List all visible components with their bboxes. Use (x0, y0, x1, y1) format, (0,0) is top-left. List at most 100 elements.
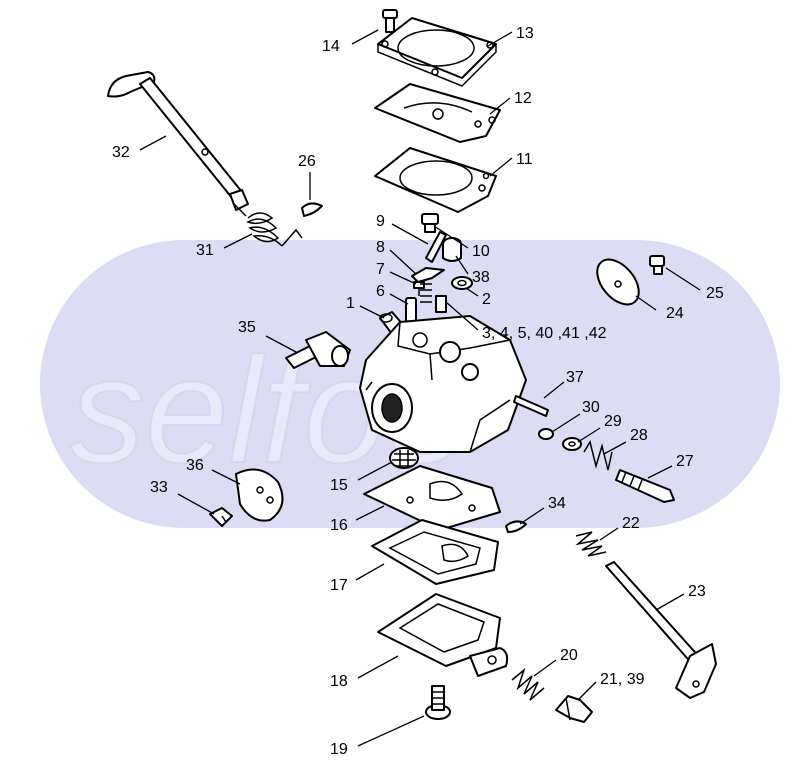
callout-6: 6 (376, 283, 385, 300)
part-30-o-ring (538, 428, 554, 440)
leader-33 (177, 493, 215, 515)
leader-12 (489, 97, 511, 115)
callout-23: 23 (688, 583, 706, 600)
part-26-clip (301, 202, 323, 217)
leader-30 (551, 413, 581, 433)
part-21-adjusting-screw (555, 695, 593, 723)
callout-37: 37 (566, 369, 584, 386)
leader-8 (389, 249, 417, 275)
callout-17: 17 (330, 577, 348, 594)
leader-16 (355, 505, 385, 521)
leader-6 (389, 293, 409, 305)
callout-35: 35 (238, 319, 256, 336)
callout-10: 10 (472, 243, 490, 260)
leader-19 (357, 715, 425, 747)
callout-36: 36 (186, 457, 204, 474)
leader-37 (543, 381, 565, 399)
part-14-screw (382, 9, 398, 33)
part-31-spring (233, 203, 303, 247)
part-34-clip (505, 520, 527, 533)
part-17-pump-gasket (371, 519, 499, 585)
callout-33: 33 (150, 479, 168, 496)
part-29-washer (562, 437, 582, 451)
carburetor-body (359, 315, 527, 453)
callout-labels: 14 13 12 11 32 26 31 9 10 8 7 38 6 2 1 3… (112, 25, 724, 758)
leader-17 (355, 563, 385, 581)
part-25-screw (649, 255, 665, 275)
leader-9 (391, 223, 429, 245)
leader-27 (647, 465, 673, 479)
callout-28: 28 (630, 427, 648, 444)
part-12-diaphragm (374, 83, 501, 143)
part-13-cover (377, 17, 497, 87)
callout-34: 34 (548, 495, 566, 512)
callout-30: 30 (582, 399, 600, 416)
part-24-disc (596, 258, 640, 306)
leader-1 (359, 305, 385, 319)
leader-35 (265, 335, 297, 353)
callout-15: 15 (330, 477, 348, 494)
callout-leader-lines (139, 29, 701, 747)
callout-18: 18 (330, 673, 348, 690)
callout-24: 24 (666, 305, 684, 322)
callout-8: 8 (376, 239, 385, 256)
callout-9: 9 (376, 213, 385, 230)
leader-28 (603, 441, 627, 455)
callout-7: 7 (376, 261, 385, 278)
leader-13 (487, 31, 513, 47)
leader-2 (465, 287, 479, 297)
leader-20 (533, 659, 557, 677)
callout-19: 19 (330, 741, 348, 758)
part-10-plug (421, 213, 439, 233)
part-3-spring-stack (420, 283, 447, 313)
leader-21 (577, 681, 597, 701)
part-7-screw (413, 281, 425, 296)
part-9-pin (425, 231, 447, 263)
part-37-pin (513, 395, 549, 417)
part-20-spring (511, 667, 545, 701)
part-15-filter-screen (389, 447, 419, 469)
callout-32: 32 (112, 144, 130, 161)
leader-11 (489, 157, 513, 177)
leader-32 (139, 135, 167, 151)
leader-24 (635, 295, 657, 311)
part-11-gasket (374, 147, 497, 213)
leader-18 (357, 655, 399, 679)
leader-34 (519, 507, 545, 525)
leader-7 (389, 271, 417, 285)
part-19-screw (425, 685, 451, 720)
part-32-throttle-shaft (107, 71, 249, 211)
callout-31: 31 (196, 242, 214, 259)
leader-29 (577, 427, 601, 443)
callout-2: 2 (482, 291, 491, 308)
part-35-elbow-connector (285, 331, 351, 369)
leader-31 (223, 233, 253, 249)
callout-22: 22 (622, 515, 640, 532)
callout-25: 25 (706, 285, 724, 302)
leader-22 (599, 527, 619, 541)
callout-27: 27 (676, 453, 694, 470)
part-27-adjusting-needle (615, 469, 675, 503)
callout-13: 13 (516, 25, 534, 42)
callout-11: 11 (516, 151, 533, 168)
part-18-pump-cover (377, 593, 509, 677)
callout-16: 16 (330, 517, 348, 534)
part-33-screw (209, 507, 233, 527)
callout-20: 20 (560, 647, 578, 664)
callout-3-4-5-40-41-42: 3, 4, 5, 40 ,41 ,42 (482, 325, 607, 342)
callout-38: 38 (472, 269, 490, 286)
leader-10 (433, 225, 469, 249)
leader-36 (211, 469, 241, 485)
leader-38 (455, 255, 469, 275)
leader-23 (655, 593, 685, 611)
callout-12: 12 (514, 90, 532, 107)
leader-25 (665, 267, 701, 291)
leader-3 (445, 301, 479, 331)
part-2-washer (451, 276, 473, 290)
callout-1: 1 (346, 295, 355, 312)
callout-21-39: 21, 39 (600, 671, 645, 688)
callout-14: 14 (322, 38, 340, 55)
leader-15 (357, 461, 393, 481)
